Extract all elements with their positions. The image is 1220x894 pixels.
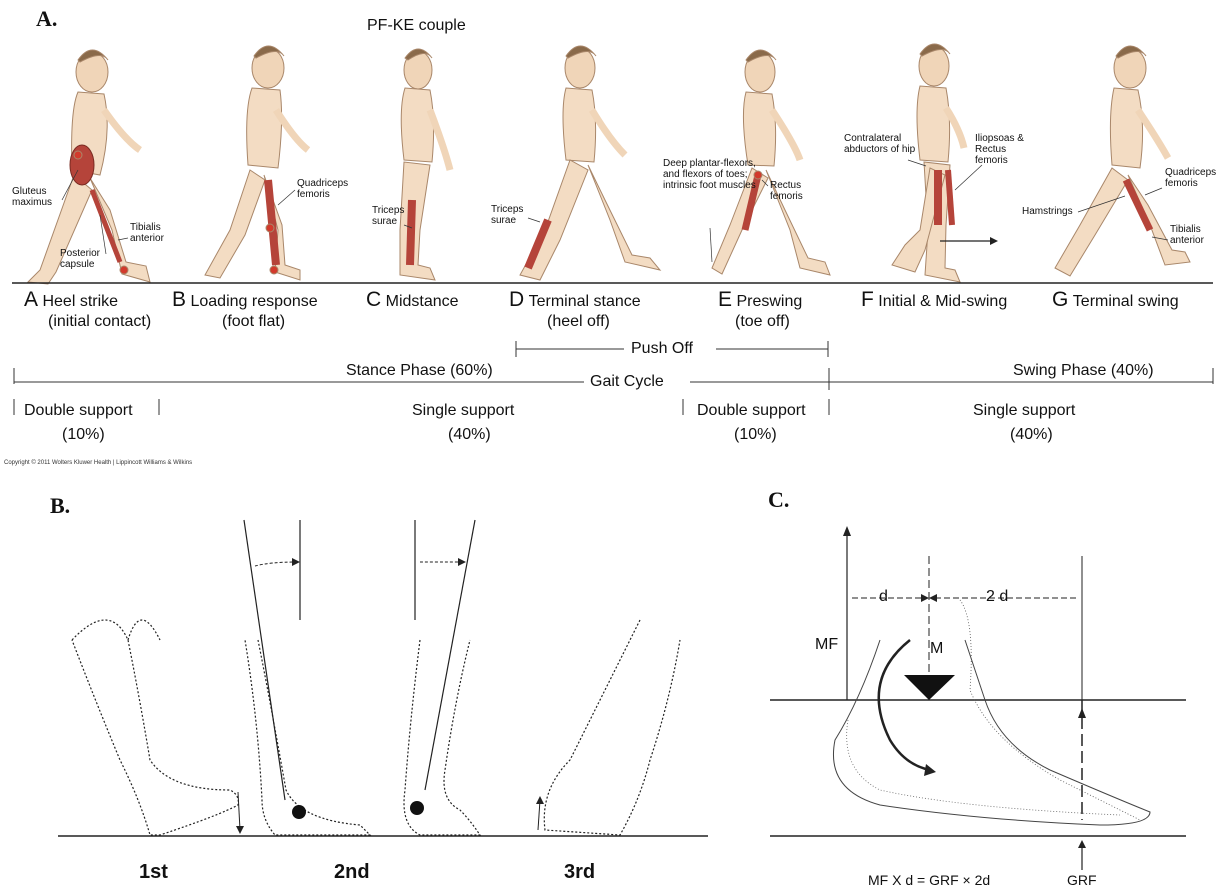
two-d-label: 2 d (986, 588, 1008, 606)
phase-f: F Initial & Mid-swing (861, 288, 1007, 312)
label-tibialis-anterior-g: Tibialis anterior (1170, 224, 1218, 246)
grf-label: GRF (1067, 872, 1097, 888)
double-support-1: Double support (24, 402, 133, 420)
label-posterior-capsule: Posterior capsule (60, 248, 106, 270)
phase-b-sub: (foot flat) (222, 313, 285, 331)
phase-d: D Terminal stance (509, 288, 641, 312)
single-support-1: Single support (412, 402, 514, 420)
double-support-1-pct: (10%) (62, 426, 105, 444)
label-quadriceps-g: Quadriceps femoris (1165, 167, 1217, 189)
phase-e: E Preswing (718, 288, 802, 312)
label-rectus-femoris-e: Rectus femoris (770, 180, 810, 202)
moment-equation: MF X d = GRF × 2d (868, 872, 990, 888)
panel-b-letter: B. (50, 493, 70, 519)
rocker-feet-illustration (72, 520, 680, 835)
label-triceps-surae-c: Triceps surae (372, 205, 408, 227)
phase-e-sub: (toe off) (735, 313, 790, 331)
figure-terminal-stance (520, 46, 660, 280)
label-gluteus-maximus: Gluteus maximus (12, 186, 64, 208)
foot-lever-diagram (770, 526, 1186, 870)
label-hamstrings: Hamstrings (1022, 206, 1082, 217)
double-support-2: Double support (697, 402, 806, 420)
label-tibialis-anterior-a: Tibialis anterior (130, 222, 180, 244)
single-support-2: Single support (973, 402, 1075, 420)
phase-d-sub: (heel off) (547, 313, 610, 331)
panel-c-letter: C. (768, 487, 789, 513)
label-contralateral-abductors: Contralateral abductors of hip (844, 133, 918, 155)
figure-initial-mid-swing (892, 44, 964, 282)
swing-phase-label: Swing Phase (40%) (1013, 362, 1154, 380)
rocker-3rd-label: 3rd (564, 861, 595, 884)
rocker-2nd-label: 2nd (334, 861, 370, 884)
gait-cycle-label: Gait Cycle (590, 373, 664, 391)
push-off-label: Push Off (631, 340, 693, 358)
label-triceps-surae-d: Triceps surae (491, 204, 527, 226)
d-label: d (879, 588, 888, 606)
moment-label: M (930, 640, 943, 658)
label-quadriceps-b: Quadriceps femoris (297, 178, 353, 200)
label-deep-plantar-flexors: Deep plantar-flexors, and flexors of toe… (663, 158, 767, 191)
phase-g: G Terminal swing (1052, 288, 1179, 312)
figure-midstance (400, 49, 450, 280)
phase-b: B Loading response (172, 288, 318, 312)
mf-label: MF (815, 636, 838, 654)
rocker-1st-label: 1st (139, 861, 168, 884)
pf-ke-couple-label: PF-KE couple (367, 17, 466, 35)
copyright-text: Copyright © 2011 Wolters Kluwer Health |… (4, 460, 192, 466)
single-support-2-pct: (40%) (1010, 426, 1053, 444)
phase-a: A Heel strike (24, 288, 118, 312)
phase-c: C Midstance (366, 288, 459, 312)
panel-a-letter: A. (36, 6, 57, 32)
label-iliopsoas-rectus: Iliopsoas & Rectus femoris (975, 133, 1041, 166)
single-support-1-pct: (40%) (448, 426, 491, 444)
double-support-2-pct: (10%) (734, 426, 777, 444)
figure-loading-response (205, 46, 308, 280)
stance-phase-label: Stance Phase (60%) (346, 362, 493, 380)
phase-a-sub: (initial contact) (48, 313, 151, 331)
